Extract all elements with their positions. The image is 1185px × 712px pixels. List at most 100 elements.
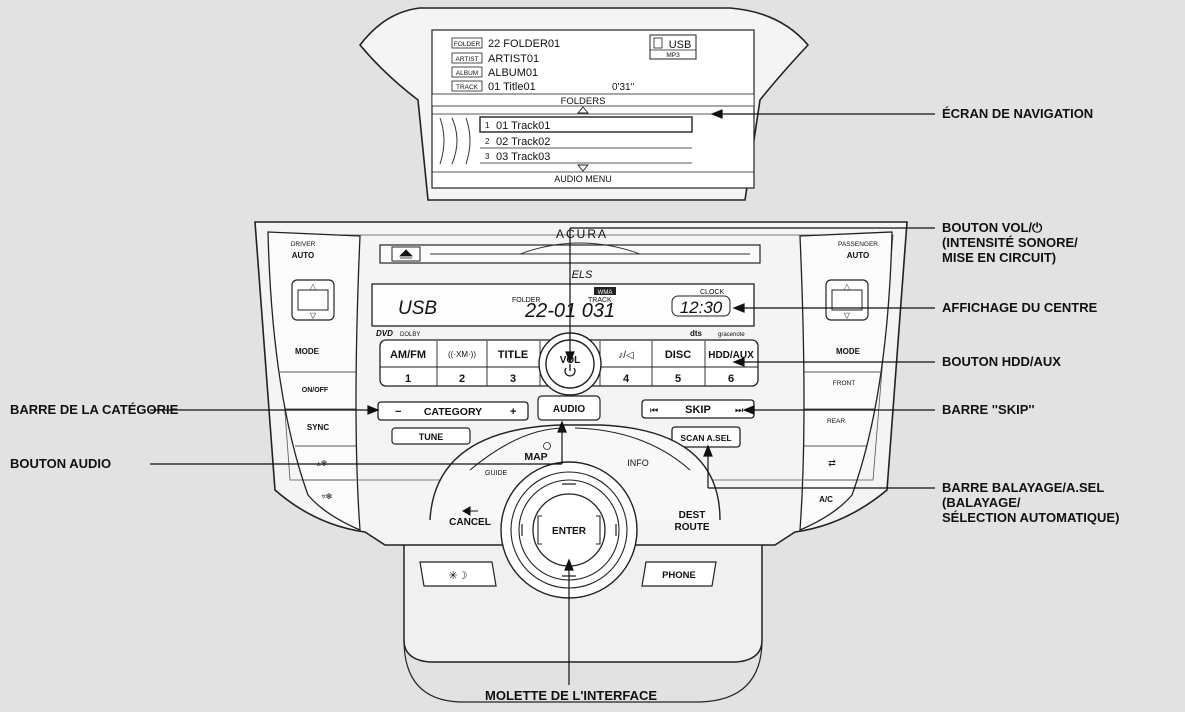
usb-badge: USB MP3	[649, 34, 697, 60]
guide-button[interactable]: GUIDE	[485, 470, 508, 477]
temp-down-icon: ▽	[310, 311, 317, 320]
track-num-3: 3	[485, 152, 490, 161]
preset-num-4: 4	[623, 373, 630, 385]
display-source: USB	[398, 298, 437, 319]
display-wma: WMA	[598, 290, 613, 296]
tune-bar[interactable]	[391, 427, 471, 445]
track-name-1[interactable]: 01 Track01	[496, 120, 550, 132]
callout-category-bar: BARRE DE LA CATÉGORIE	[10, 402, 179, 417]
track-list: 1 01 Track01 2 02 Track02 3 03 Track03	[479, 116, 693, 164]
driver-label: DRIVER	[291, 241, 316, 248]
temp-up-icon: △	[844, 282, 851, 291]
interface-dial-cluster: MAP GUIDE INFO CANCEL DEST ROUTE ENTER	[429, 424, 721, 599]
gracenote-logo: gracenote	[718, 332, 745, 338]
skip-back-icon: ⏮	[650, 405, 658, 415]
fan-onoff-button[interactable]: ON/OFF	[302, 387, 329, 394]
callout-hdd-aux: BOUTON HDD/AUX	[942, 354, 1061, 369]
audio-menu-tab[interactable]: AUDIO MENU	[554, 174, 612, 184]
tag-folder: FOLDER	[454, 41, 481, 48]
rear-defrost-button[interactable]: REAR	[827, 418, 845, 425]
temp-up-icon: △	[310, 282, 317, 291]
tag-artist: ARTIST	[456, 56, 479, 63]
folders-tab[interactable]: FOLDERS	[561, 96, 606, 107]
preset-num-2: 2	[459, 373, 465, 385]
display-folder-label: FOLDER	[512, 297, 540, 304]
front-defrost-button[interactable]: FRONT	[833, 380, 855, 387]
audio-button[interactable]	[537, 395, 601, 421]
preset-xm[interactable]: ((·XM·))	[448, 350, 476, 359]
day-night-button[interactable]	[419, 561, 497, 587]
callout-center-display: AFFICHAGE DU CENTRE	[942, 300, 1098, 315]
audio-button-label: AUDIO	[553, 404, 585, 415]
passenger-label: PASSENGER	[838, 241, 878, 248]
dolby-logo: DOLBY	[400, 332, 420, 338]
preset-hdd-aux[interactable]: HDD/AUX	[708, 350, 754, 361]
list-item[interactable]	[479, 116, 693, 133]
source-label: USB	[669, 39, 692, 51]
preset-num-3: 3	[510, 373, 516, 385]
phone-button[interactable]	[641, 561, 717, 587]
temp-down-icon: ▽	[844, 311, 851, 320]
brand-logo: ACURA	[556, 227, 608, 241]
category-minus-icon: −	[395, 406, 401, 418]
enter-button[interactable]: ENTER	[552, 526, 587, 537]
mode-right-button[interactable]: MODE	[836, 347, 861, 356]
tag-album: ALBUM	[456, 70, 478, 77]
tag-track: TRACK	[456, 84, 479, 91]
navigation-screen: FOLDER ARTIST ALBUM TRACK 22 FOLDER01 AR…	[358, 7, 810, 201]
preset-num-1: 1	[405, 373, 411, 385]
day-night-icon: ✳☽	[448, 570, 467, 582]
down-arrow-icon[interactable]	[577, 164, 589, 172]
callout-vol-button: BOUTON VOL/⏻ (INTENSITÉ SONORE/ MISE EN …	[942, 220, 1078, 265]
track-name-3[interactable]: 03 Track03	[496, 151, 550, 163]
callout-audio-button: BOUTON AUDIO	[10, 456, 112, 471]
els-logo: ELS	[572, 269, 593, 281]
leader-lines	[150, 109, 935, 685]
sync-button[interactable]: SYNC	[307, 423, 329, 432]
track-num-1: 1	[485, 121, 490, 130]
cancel-button[interactable]: CANCEL	[449, 517, 491, 528]
info-button[interactable]: INFO	[627, 458, 649, 468]
mode-left-button[interactable]: MODE	[295, 347, 320, 356]
dvd-logo: DVD	[376, 329, 393, 338]
power-icon	[564, 364, 576, 377]
album-value: ALBUM01	[488, 67, 538, 79]
category-plus-icon: +	[510, 406, 516, 418]
ac-button[interactable]: A/C	[819, 495, 833, 504]
tune-label: TUNE	[419, 432, 444, 442]
preset-num-6: 6	[728, 373, 734, 385]
preset-am-fm[interactable]: AM/FM	[390, 349, 426, 361]
category-bar[interactable]	[377, 401, 529, 421]
disc-icon	[439, 117, 471, 165]
callout-scan-bar: BARRE BALAYAGE/A.SEL (BALAYAGE/ SÉLECTIO…	[942, 480, 1120, 525]
eject-icon	[399, 249, 413, 259]
skip-label: SKIP	[685, 404, 711, 416]
back-arrow-icon	[461, 506, 478, 516]
driver-auto[interactable]: AUTO	[292, 251, 315, 260]
dest-button-line2[interactable]: ROUTE	[675, 522, 710, 533]
preset-disc[interactable]: DISC	[665, 349, 691, 361]
preset-music[interactable]: ♪/◁	[618, 350, 634, 361]
dest-button-line1[interactable]: DEST	[679, 510, 706, 521]
skip-forward-icon: ⏭	[735, 405, 743, 415]
artist-value: ARTIST01	[488, 53, 539, 65]
preset-title[interactable]: TITLE	[498, 349, 529, 361]
display-clock: 12:30	[680, 298, 723, 317]
dts-logo: dts	[690, 329, 703, 338]
callout-skip-bar: BARRE ''SKIP''	[942, 402, 1035, 417]
map-button[interactable]: MAP	[524, 451, 547, 463]
recirculation-icon[interactable]: ⇄	[828, 458, 836, 468]
fan-down-icon[interactable]: ▿✻	[322, 492, 333, 501]
right-climate-column: PASSENGER AUTO △ ▽ MODE FRONT REAR ⇄ A/C	[799, 231, 893, 532]
track-name-2[interactable]: 02 Track02	[496, 136, 550, 148]
format-label: MP3	[666, 52, 680, 59]
folder-value: 22 FOLDER01	[488, 38, 560, 50]
track-num-2: 2	[485, 137, 490, 146]
passenger-auto[interactable]: AUTO	[847, 251, 870, 260]
up-arrow-icon[interactable]	[577, 106, 589, 114]
scan-bar[interactable]	[671, 426, 741, 448]
vol-knob[interactable]: VOL	[538, 332, 602, 396]
elapsed-time: 0'31''	[612, 82, 635, 93]
scan-label: SCAN A.SEL	[680, 433, 731, 443]
